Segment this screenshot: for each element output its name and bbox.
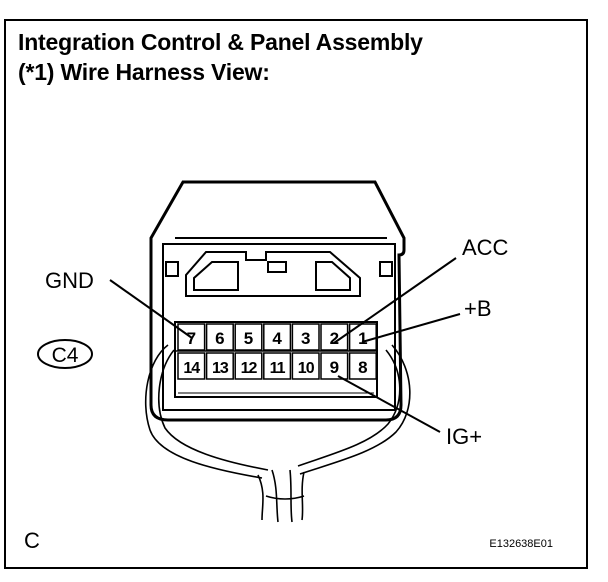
- harness-wire-right: [299, 344, 411, 475]
- b-label: +B: [464, 296, 492, 321]
- pin-cavity-10: [291, 352, 320, 380]
- pin-label-9: 9: [330, 358, 339, 377]
- pin-cavity-2: [320, 323, 349, 351]
- pin-label-8: 8: [358, 358, 367, 377]
- harness-bundle: [257, 469, 305, 523]
- harness-wire-right-2: [297, 349, 401, 467]
- figure-title: Integration Control & Panel Assembly: [18, 29, 423, 55]
- pin-cavity-6: [205, 323, 234, 351]
- figure-id: E132638E01: [489, 538, 553, 550]
- terminal-block: [174, 321, 378, 398]
- figure-subtitle: (*1) Wire Harness View:: [18, 59, 270, 85]
- pin-label-10: 10: [298, 360, 315, 377]
- pin-cavity-12: [234, 352, 263, 380]
- pin-label-4: 4: [272, 329, 282, 348]
- lock-tab: [267, 261, 287, 273]
- pin-cavity-14: [177, 352, 206, 380]
- connector-id-oval: [37, 339, 93, 369]
- gnd-leader: [109, 279, 193, 339]
- ig-label: IG+: [446, 424, 482, 449]
- lock-slot-right: [315, 261, 351, 291]
- pin-label-3: 3: [301, 329, 310, 348]
- harness-wire-left-2: [158, 349, 269, 471]
- connector-lock-key: [185, 251, 361, 297]
- gnd-label: GND: [45, 268, 94, 293]
- acc-label: ACC: [462, 235, 509, 260]
- pin-cavity-7: [177, 323, 206, 351]
- pin-cavity-4: [263, 323, 292, 351]
- pin-cavity-9: [320, 352, 349, 380]
- pin-label-2: 2: [330, 329, 339, 348]
- pin-label-12: 12: [241, 360, 258, 377]
- pin-cavity-13: [205, 352, 234, 380]
- ig-leader: [337, 375, 441, 433]
- pin-label-13: 13: [212, 360, 229, 377]
- section-letter: C: [24, 528, 40, 553]
- pin-cavity-5: [234, 323, 263, 351]
- pin-label-6: 6: [215, 329, 224, 348]
- harness-wire-left: [144, 344, 263, 479]
- pin-label-11: 11: [270, 360, 286, 377]
- left-notch: [165, 261, 179, 277]
- acc-leader: [333, 257, 457, 344]
- right-notch: [379, 261, 393, 277]
- pin-cavity-11: [263, 352, 292, 380]
- pin-label-1: 1: [358, 329, 367, 348]
- connector-inner-rim: [162, 243, 396, 411]
- b-leader: [361, 313, 461, 343]
- pin-label-5: 5: [244, 329, 253, 348]
- pin-label-14: 14: [183, 360, 200, 377]
- figure-frame: [4, 19, 588, 569]
- pin-cavity-3: [291, 323, 320, 351]
- lock-slot-left: [193, 261, 239, 291]
- connector-housing: [149, 180, 406, 422]
- pin-cavity-8: [348, 352, 377, 380]
- connector-id-label: C4: [52, 344, 79, 367]
